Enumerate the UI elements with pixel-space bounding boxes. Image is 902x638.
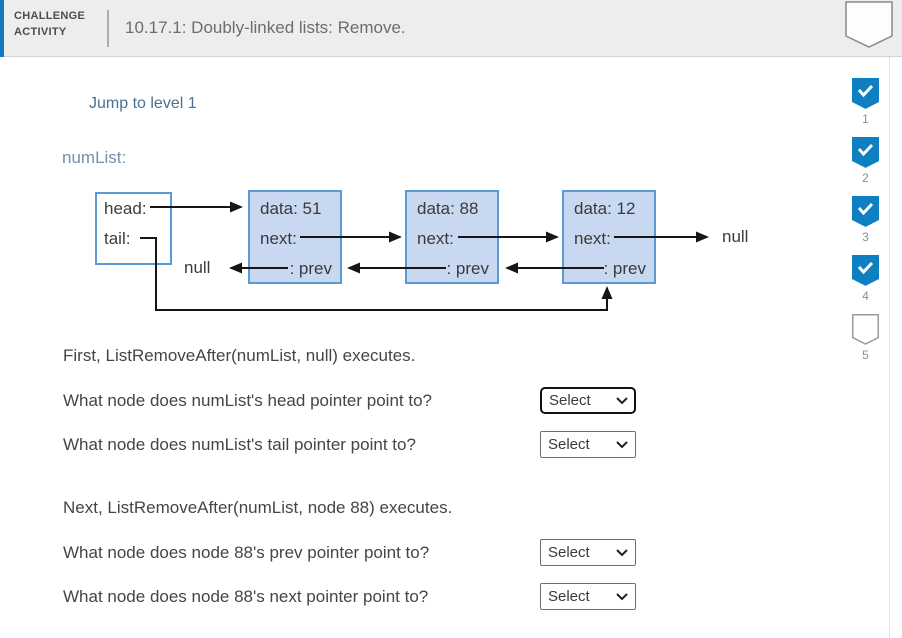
- level-5-number: 5: [862, 348, 869, 362]
- level-1-number: 1: [862, 112, 869, 126]
- head-pointer-select-wrap: Select: [540, 387, 636, 414]
- null-label-left: null: [184, 258, 211, 277]
- bookmark-icon: [845, 1, 893, 48]
- next-pointer-select[interactable]: Select: [540, 583, 636, 610]
- node-88-next: next:: [417, 229, 454, 248]
- rail-divider: [889, 57, 890, 638]
- challenge-activity-label: CHALLENGE ACTIVITY: [14, 8, 106, 40]
- level-4-number: 4: [862, 289, 869, 303]
- header-divider: [107, 10, 109, 47]
- node-51-prev: : prev: [289, 259, 332, 278]
- tail-pointer-select[interactable]: Select: [540, 431, 636, 458]
- level-2-badge[interactable]: [852, 137, 879, 168]
- node-12-prev: : prev: [603, 259, 646, 278]
- node-12-data: data: 12: [574, 199, 636, 218]
- level-2-number: 2: [862, 171, 869, 185]
- level-5-badge[interactable]: [852, 314, 879, 345]
- head-pointer-select[interactable]: Select: [540, 387, 636, 414]
- node-88-prev: : prev: [446, 259, 489, 278]
- level-3-number: 3: [862, 230, 869, 244]
- level-1-badge[interactable]: [852, 78, 879, 109]
- head-label: head:: [104, 199, 147, 218]
- statement-1: First, ListRemoveAfter(numList, null) ex…: [63, 346, 416, 365]
- node-12-next: next:: [574, 229, 611, 248]
- question-prev-pointer: What node does node 88's prev pointer po…: [63, 543, 430, 562]
- pointer-arrows: [140, 201, 709, 311]
- level-3-badge[interactable]: [852, 196, 879, 227]
- next-pointer-select-wrap: Select: [540, 583, 636, 610]
- challenge-label-line2: ACTIVITY: [14, 26, 67, 38]
- header-bar: CHALLENGE ACTIVITY 10.17.1: Doubly-linke…: [0, 0, 902, 57]
- challenge-label-line1: CHALLENGE: [14, 10, 86, 22]
- node-51-data: data: 51: [260, 199, 322, 218]
- node-88-data: data: 88: [417, 199, 479, 218]
- head-tail-box: head: tail:: [95, 192, 172, 265]
- accent-strip: [0, 0, 4, 57]
- prev-pointer-select[interactable]: Select: [540, 539, 636, 566]
- node-51-next: next:: [260, 229, 297, 248]
- linked-list-diagram: head: tail: data: 51 next: : prev data: …: [0, 178, 902, 320]
- tail-label: tail:: [104, 229, 131, 248]
- prev-pointer-select-wrap: Select: [540, 539, 636, 566]
- null-label-right: null: [722, 227, 749, 246]
- page-title: 10.17.1: Doubly-linked lists: Remove.: [125, 18, 406, 37]
- question-next-pointer: What node does node 88's next pointer po…: [63, 587, 429, 606]
- question-head-pointer: What node does numList's head pointer po…: [63, 391, 432, 410]
- level-4-badge[interactable]: [852, 255, 879, 286]
- numlist-label: numList:: [62, 148, 127, 167]
- jump-to-level-link[interactable]: Jump to level 1: [89, 95, 197, 112]
- tail-pointer-select-wrap: Select: [540, 431, 636, 458]
- question-tail-pointer: What node does numList's tail pointer po…: [63, 435, 416, 454]
- statement-2: Next, ListRemoveAfter(numList, node 88) …: [63, 498, 453, 517]
